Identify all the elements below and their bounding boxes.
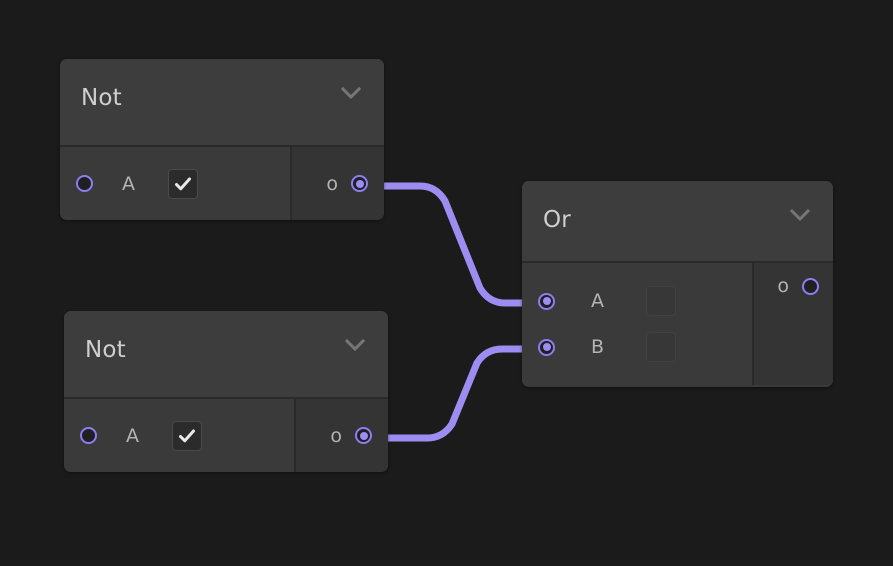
node-body: A B o [522, 263, 833, 385]
node-outputs: o [754, 263, 833, 385]
node-not-1[interactable]: Not A [60, 59, 384, 220]
output-port-row: o [296, 425, 372, 447]
node-not-2[interactable]: Not A [64, 311, 388, 472]
node-outputs: o [292, 147, 384, 220]
input-checkbox[interactable] [646, 332, 677, 362]
input-checkbox[interactable] [172, 420, 202, 451]
node-inputs: A [64, 399, 296, 472]
node-inputs: A B [522, 263, 754, 385]
connection-wire-not2-to-or-b[interactable] [384, 345, 545, 442]
output-port-label: o [326, 172, 338, 195]
node-title: Not [81, 85, 122, 111]
input-port-row: B [538, 324, 752, 370]
node-outputs: o [296, 399, 388, 472]
output-port-dot[interactable] [355, 427, 372, 444]
output-port-dot[interactable] [802, 277, 819, 295]
checkmark-icon [179, 429, 195, 442]
input-checkbox[interactable] [168, 168, 198, 199]
input-port-label: A [591, 290, 604, 312]
output-port-label: o [777, 275, 789, 297]
input-port-dot[interactable] [80, 427, 97, 444]
input-port-row: A [80, 420, 294, 451]
node-header[interactable]: Or [522, 181, 833, 263]
node-title: Not [85, 337, 126, 363]
input-checkbox[interactable] [646, 286, 676, 316]
node-body: A o [64, 399, 388, 472]
node-header[interactable]: Not [60, 59, 384, 147]
input-port-dot[interactable] [538, 338, 555, 356]
input-port-label: A [126, 424, 139, 447]
checkmark-icon [175, 177, 191, 190]
node-header[interactable]: Not [64, 311, 388, 399]
chevron-down-icon[interactable] [344, 337, 366, 356]
input-port-label: A [122, 172, 135, 195]
input-port-dot[interactable] [76, 175, 93, 192]
node-body: A o [60, 147, 384, 220]
input-port-row: A [538, 278, 752, 324]
output-port-row: o [292, 173, 368, 195]
input-port-row: A [76, 168, 290, 199]
output-port-dot[interactable] [351, 175, 368, 192]
output-port-row: o [754, 263, 819, 309]
output-port-label: o [330, 424, 342, 447]
node-inputs: A [60, 147, 292, 220]
input-port-label: B [591, 336, 605, 358]
node-title: Or [543, 207, 571, 233]
chevron-down-icon[interactable] [340, 85, 362, 104]
input-port-dot[interactable] [538, 292, 555, 310]
node-or-1[interactable]: Or A B [522, 181, 833, 387]
connection-wire-not1-to-or-a[interactable] [380, 182, 545, 307]
chevron-down-icon[interactable] [789, 207, 811, 226]
